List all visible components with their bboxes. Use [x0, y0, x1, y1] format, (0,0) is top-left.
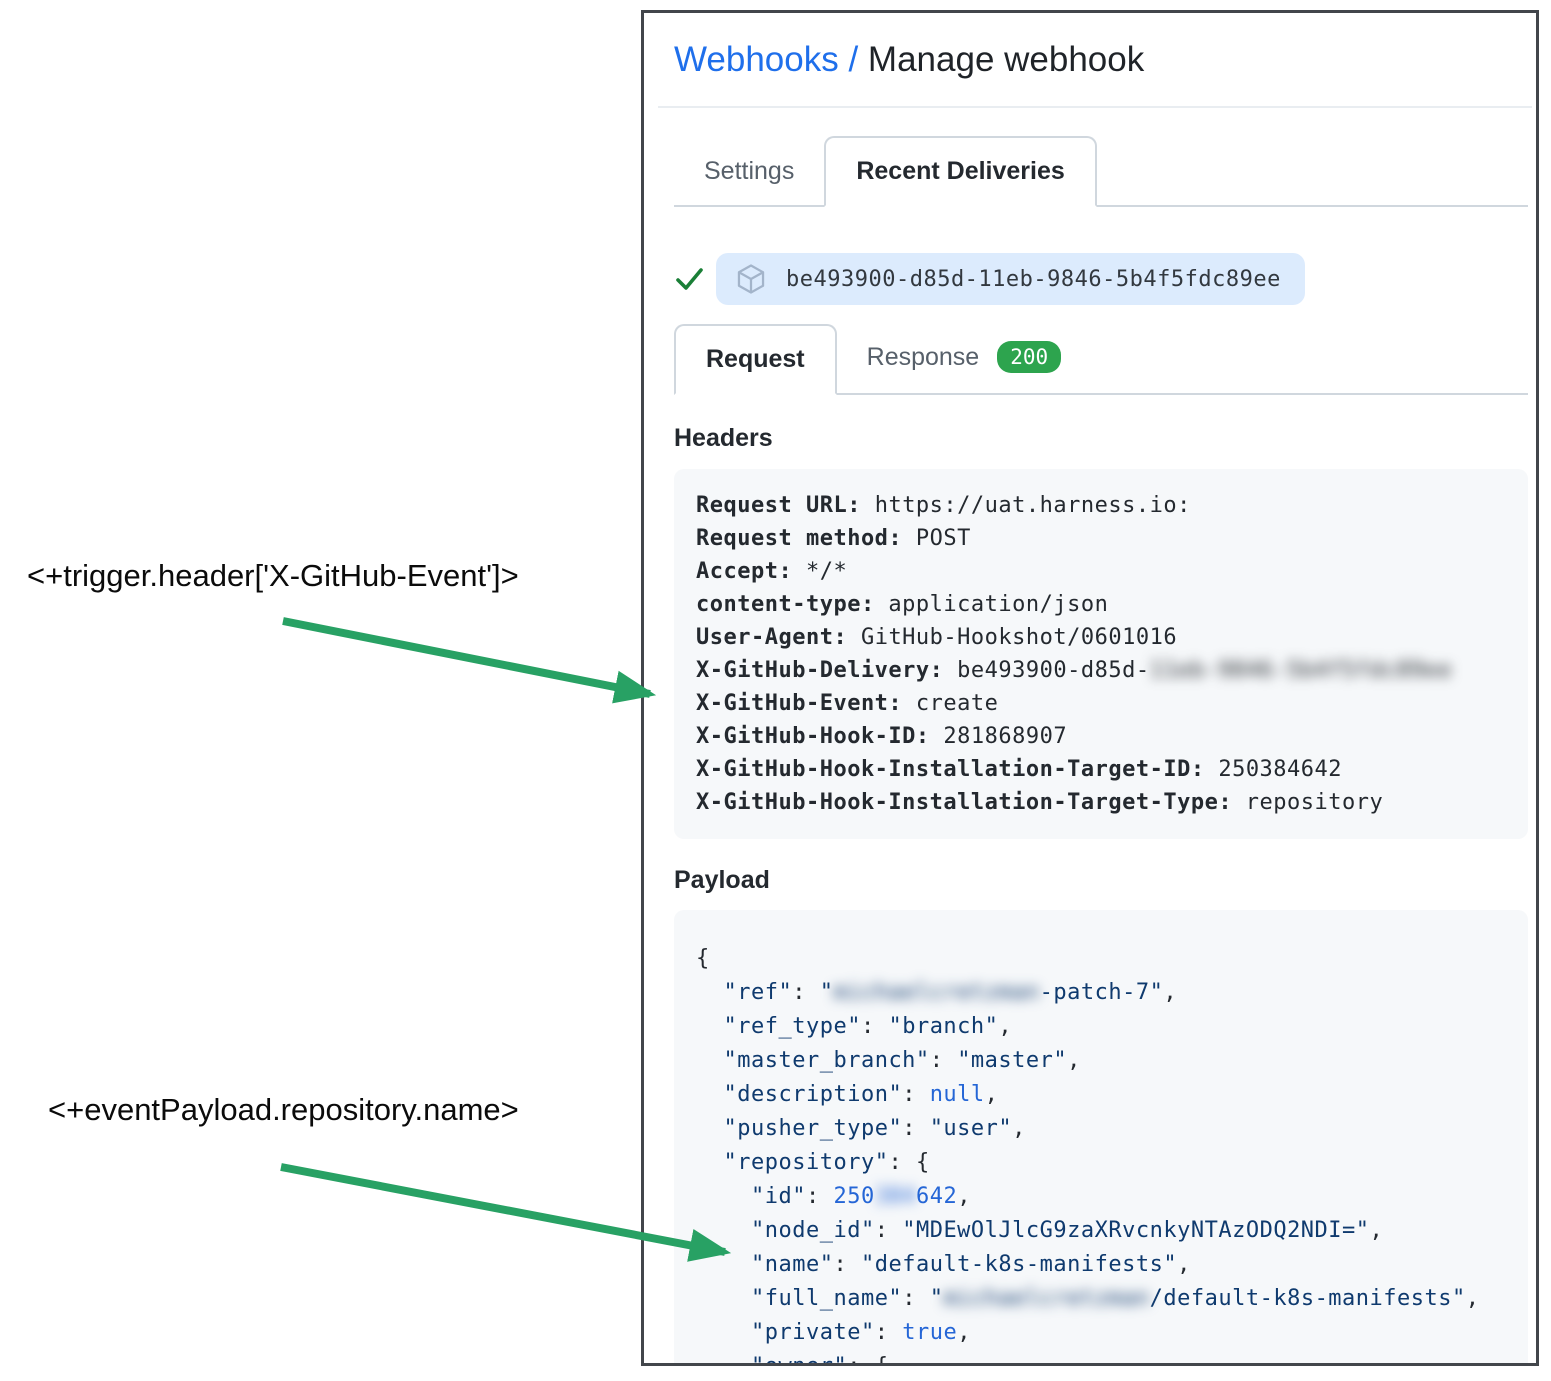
package-icon [737, 264, 765, 294]
payload-line: "full_name": "michaelcretzman/default-k8… [750, 1286, 1480, 1311]
payload-line: "name": "default-k8s-manifests", [750, 1252, 1191, 1277]
payload-line: "node_id": "MDEwOlJlcG9zaXRvcnkyNTAzODQ2… [750, 1218, 1384, 1243]
delivery-guid: be493900-d85d-11eb-9846-5b4f5fdc89ee [786, 266, 1281, 292]
header-row: X-GitHub-Event: create [696, 691, 999, 716]
manage-webhook-panel: Webhooks / Manage webhook Settings Recen… [641, 10, 1539, 1366]
payload-line: "id": 250384642, [750, 1184, 971, 1209]
breadcrumb-separator: / [838, 40, 868, 79]
payload-line: "repository": { [723, 1150, 930, 1175]
arrow-to-github-event [282, 617, 657, 704]
tab-recent-deliveries[interactable]: Recent Deliveries [824, 136, 1097, 207]
request-headers-block: Request URL: https://uat.harness.io: Requ… [674, 469, 1528, 839]
header-row: User-Agent: GitHub-Hookshot/0601016 [696, 625, 1178, 650]
title-divider [658, 106, 1532, 108]
header-row: X-GitHub-Hook-Installation-Target-ID: 25… [696, 757, 1343, 782]
payload-line: "master_branch": "master", [723, 1048, 1081, 1073]
payload-line: "ref_type": "branch", [723, 1014, 1013, 1039]
header-row: content-type: application/json [696, 592, 1109, 617]
delivery-row: be493900-d85d-11eb-9846-5b4f5fdc89ee [674, 253, 1528, 305]
payload-line: "ref": "michaelcretzman-patch-7", [723, 980, 1178, 1005]
tab-response-label: Response [866, 343, 980, 371]
payload-line: "description": null, [723, 1082, 999, 1107]
headers-section-title: Headers [674, 424, 773, 452]
request-response-tabs: Request Response 200 [674, 321, 1528, 395]
header-row: Accept: */* [696, 559, 848, 584]
header-row: Request method: POST [696, 526, 971, 551]
payload-line: "owner": { [696, 1350, 1506, 1363]
delivery-guid-pill[interactable]: be493900-d85d-11eb-9846-5b4f5fdc89ee [716, 253, 1305, 305]
webhook-tabs: Settings Recent Deliveries [674, 136, 1528, 207]
tab-settings[interactable]: Settings [704, 157, 795, 185]
header-row: X-GitHub-Delivery: be493900-d85d-11eb-98… [696, 658, 1453, 683]
tab-response[interactable]: Response 200 [837, 321, 1092, 393]
payload-section-title: Payload [674, 866, 770, 894]
payload-line: "pusher_type": "user", [723, 1116, 1026, 1141]
webhooks-breadcrumb-link[interactable]: Webhooks [674, 40, 839, 79]
request-payload-block: { "ref": "michaelcretzman-patch-7", "ref… [674, 910, 1528, 1363]
payload-line: "private": true, [750, 1320, 971, 1345]
response-status-badge: 200 [997, 341, 1062, 373]
payload-line: { [696, 946, 710, 971]
breadcrumb-current: Manage webhook [867, 40, 1145, 79]
header-row: X-GitHub-Hook-ID: 281868907 [696, 724, 1068, 749]
header-row: Request URL: https://uat.harness.io: [696, 493, 1191, 518]
page-title: Webhooks / Manage webhook [674, 36, 1528, 84]
event-payload-expression: <+eventPayload.repository.name> [48, 1092, 519, 1127]
check-icon [676, 268, 703, 290]
trigger-header-expression: <+trigger.header['X-GitHub-Event']> [27, 558, 519, 593]
header-row: X-GitHub-Hook-Installation-Target-Type: … [696, 790, 1384, 815]
tab-request[interactable]: Request [674, 324, 837, 395]
